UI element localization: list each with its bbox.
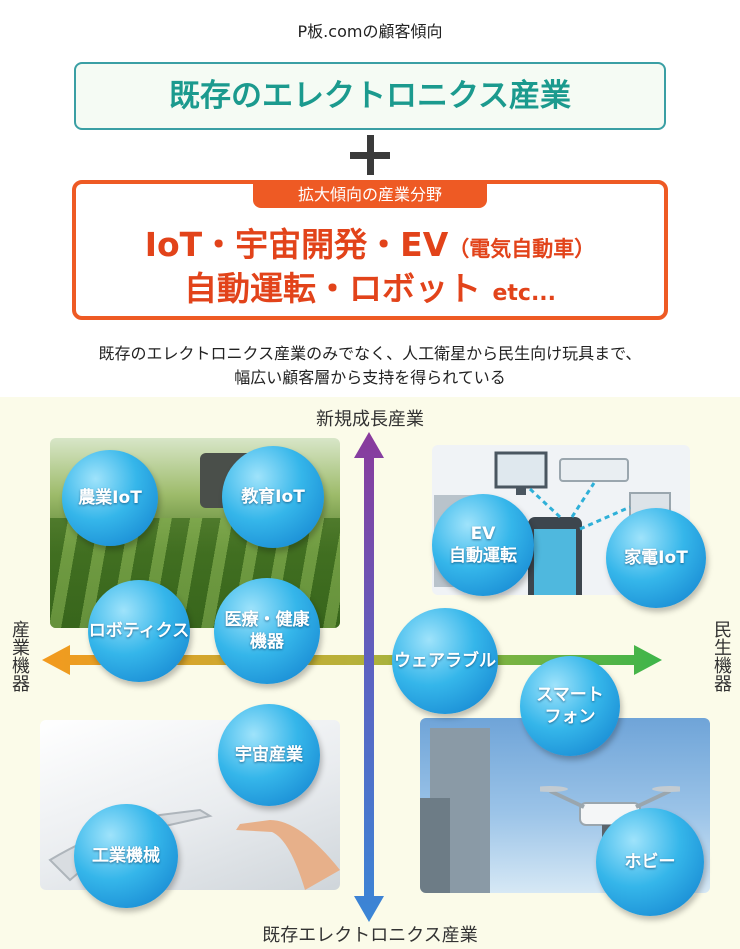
expanding-line-1: IoT・宇宙開発・EV（電気自動車）	[72, 218, 668, 266]
expanding-line-1-sub: （電気自動車）	[448, 237, 596, 261]
expanding-line-1-main: IoT・宇宙開発・EV	[144, 225, 449, 264]
expanding-line-2-sub: etc...	[492, 281, 557, 306]
expanding-tab-label: 拡大傾向の産業分野	[253, 182, 487, 208]
human-hand-icon	[236, 820, 340, 890]
bubble-wearable: ウェアラブル	[392, 608, 498, 714]
expanding-line-2: 自動運転・ロボット etc...	[72, 262, 668, 310]
axis-label-right: 民生機器	[711, 620, 732, 692]
description-line-2: 幅広い顧客層から支持を得られている	[234, 368, 506, 387]
axis-label-top: 新規成長産業	[316, 409, 424, 430]
bubble-robotics: ロボティクス	[88, 580, 190, 682]
axis-label-left: 産業機器	[9, 620, 30, 692]
horizontal-axis-arrow	[42, 645, 662, 675]
bubble-edu-iot: 教育IoT	[222, 446, 324, 548]
bubble-hobby: ホビー	[596, 808, 704, 916]
description: 既存のエレクトロニクス産業のみでなく、人工衛星から民生向け玩具まで、 幅広い顧客…	[0, 342, 740, 390]
expanding-line-2-main: 自動運転・ロボット	[183, 269, 481, 308]
bubble-smartphone: スマート フォン	[520, 656, 620, 756]
bubble-industrial: 工業機械	[74, 804, 178, 908]
bubble-agri-iot: 農業IoT	[62, 450, 158, 546]
page-caption: P板.comの顧客傾向	[297, 22, 443, 41]
air-conditioner-icon	[559, 458, 629, 482]
building-shape	[420, 798, 450, 893]
monitor-stand	[516, 487, 526, 495]
axis-label-bottom: 既存エレクトロニクス産業	[262, 925, 478, 946]
plus-icon	[350, 135, 390, 175]
bubble-space: 宇宙産業	[218, 704, 320, 806]
description-line-1: 既存のエレクトロニクス産業のみでなく、人工衛星から民生向け玩具まで、	[98, 344, 642, 363]
smartphone-screen	[534, 529, 576, 595]
monitor-icon	[494, 451, 548, 489]
existing-industry-box: 既存のエレクトロニクス産業	[74, 62, 666, 130]
bubble-home-iot: 家電IoT	[606, 508, 706, 608]
vertical-axis-arrow	[354, 432, 384, 922]
existing-industry-label: 既存のエレクトロニクス産業	[168, 78, 572, 114]
bubble-medical: 医療・健康 機器	[214, 578, 320, 684]
bubble-ev-auto: EV 自動運転	[432, 494, 534, 596]
